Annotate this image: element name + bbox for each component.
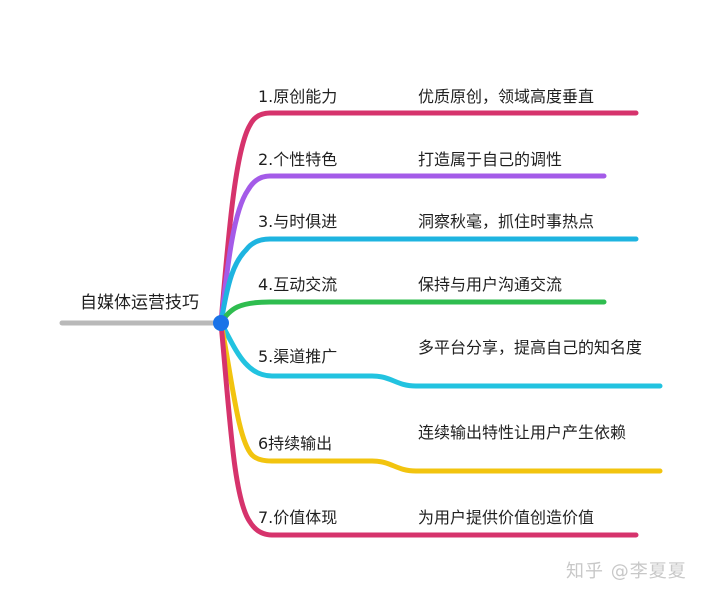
root-node[interactable] bbox=[213, 315, 229, 331]
branch-detail-4[interactable]: 保持与用户沟通交流 bbox=[418, 275, 563, 294]
branch-label-1[interactable]: 1.原创能力 bbox=[258, 87, 338, 106]
root-topic[interactable]: 自媒体运营技巧 bbox=[80, 293, 199, 313]
branch-label-4[interactable]: 4.互动交流 bbox=[258, 275, 338, 294]
branch-label-7[interactable]: 7.价值体现 bbox=[258, 508, 338, 527]
branch-detail-5[interactable]: 多平台分享，提高自己的知名度 bbox=[418, 338, 643, 357]
branch-label-3[interactable]: 3.与时俱进 bbox=[258, 212, 338, 231]
branch-detail-6[interactable]: 连续输出特性让用户产生依赖 bbox=[418, 423, 627, 442]
branch-label-6[interactable]: 6持续输出 bbox=[258, 434, 333, 453]
branch-connector-2 bbox=[218, 173, 607, 326]
watermark: 知乎 @李夏夏 bbox=[566, 561, 687, 582]
branch-connector-6 bbox=[218, 320, 663, 474]
branch-detail-2[interactable]: 打造属于自己的调性 bbox=[418, 150, 563, 169]
branch-connector-7 bbox=[218, 320, 639, 538]
branch-label-5[interactable]: 5.渠道推广 bbox=[258, 347, 338, 366]
branch-detail-3[interactable]: 洞察秋毫，抓住时事热点 bbox=[418, 212, 595, 231]
branch-connector-4 bbox=[218, 299, 607, 326]
branch-connector-5 bbox=[218, 320, 663, 389]
branch-connector-3 bbox=[218, 236, 639, 326]
branch-label-2[interactable]: 2.个性特色 bbox=[258, 150, 338, 169]
branch-detail-1[interactable]: 优质原创，领域高度垂直 bbox=[418, 87, 595, 106]
branch-detail-7[interactable]: 为用户提供价值创造价值 bbox=[418, 508, 595, 527]
